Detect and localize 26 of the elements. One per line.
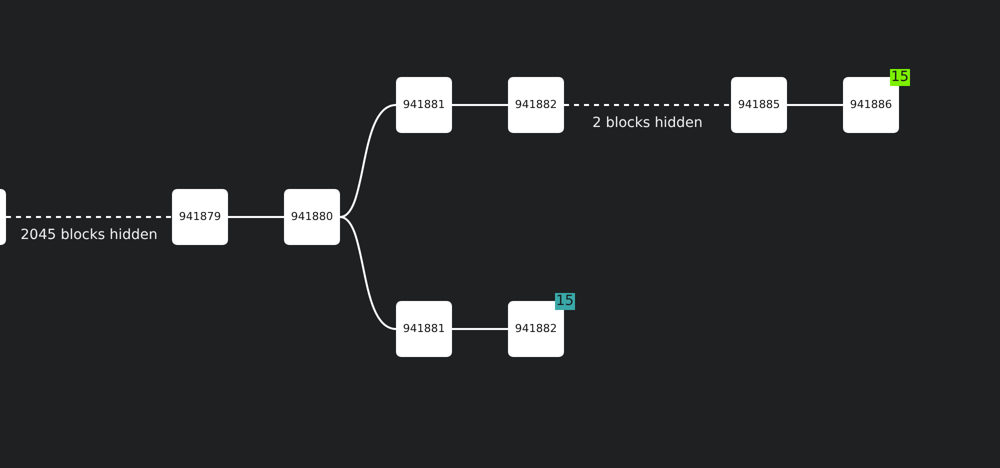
connector-line [564,104,731,106]
connector-line [787,104,843,106]
block-height: 941882 [515,320,557,337]
block-height: 941880 [291,208,333,225]
edge-label: 2 blocks hidden [592,114,703,133]
confirmation-badge: 15 [555,293,575,310]
block-height: 941885 [738,96,780,113]
edge-label: 2045 blocks hidden [20,226,158,245]
block-box [508,77,564,133]
block-height: 941886 [850,96,892,113]
block-box [396,77,452,133]
connector-line [228,216,284,218]
connector-line [452,328,508,330]
connector-line [340,216,396,330]
block-height: 941882 [515,96,557,113]
connector-line [6,216,172,218]
connector-line [340,104,396,218]
block-box [396,301,452,357]
connector-line [452,104,508,106]
block-height: 941879 [179,208,221,225]
block-box [731,77,787,133]
confirmation-badge: 15 [890,69,910,86]
block-height: 941881 [403,320,445,337]
block-box [284,189,340,245]
block-height: 941881 [403,96,445,113]
block-box [172,189,228,245]
